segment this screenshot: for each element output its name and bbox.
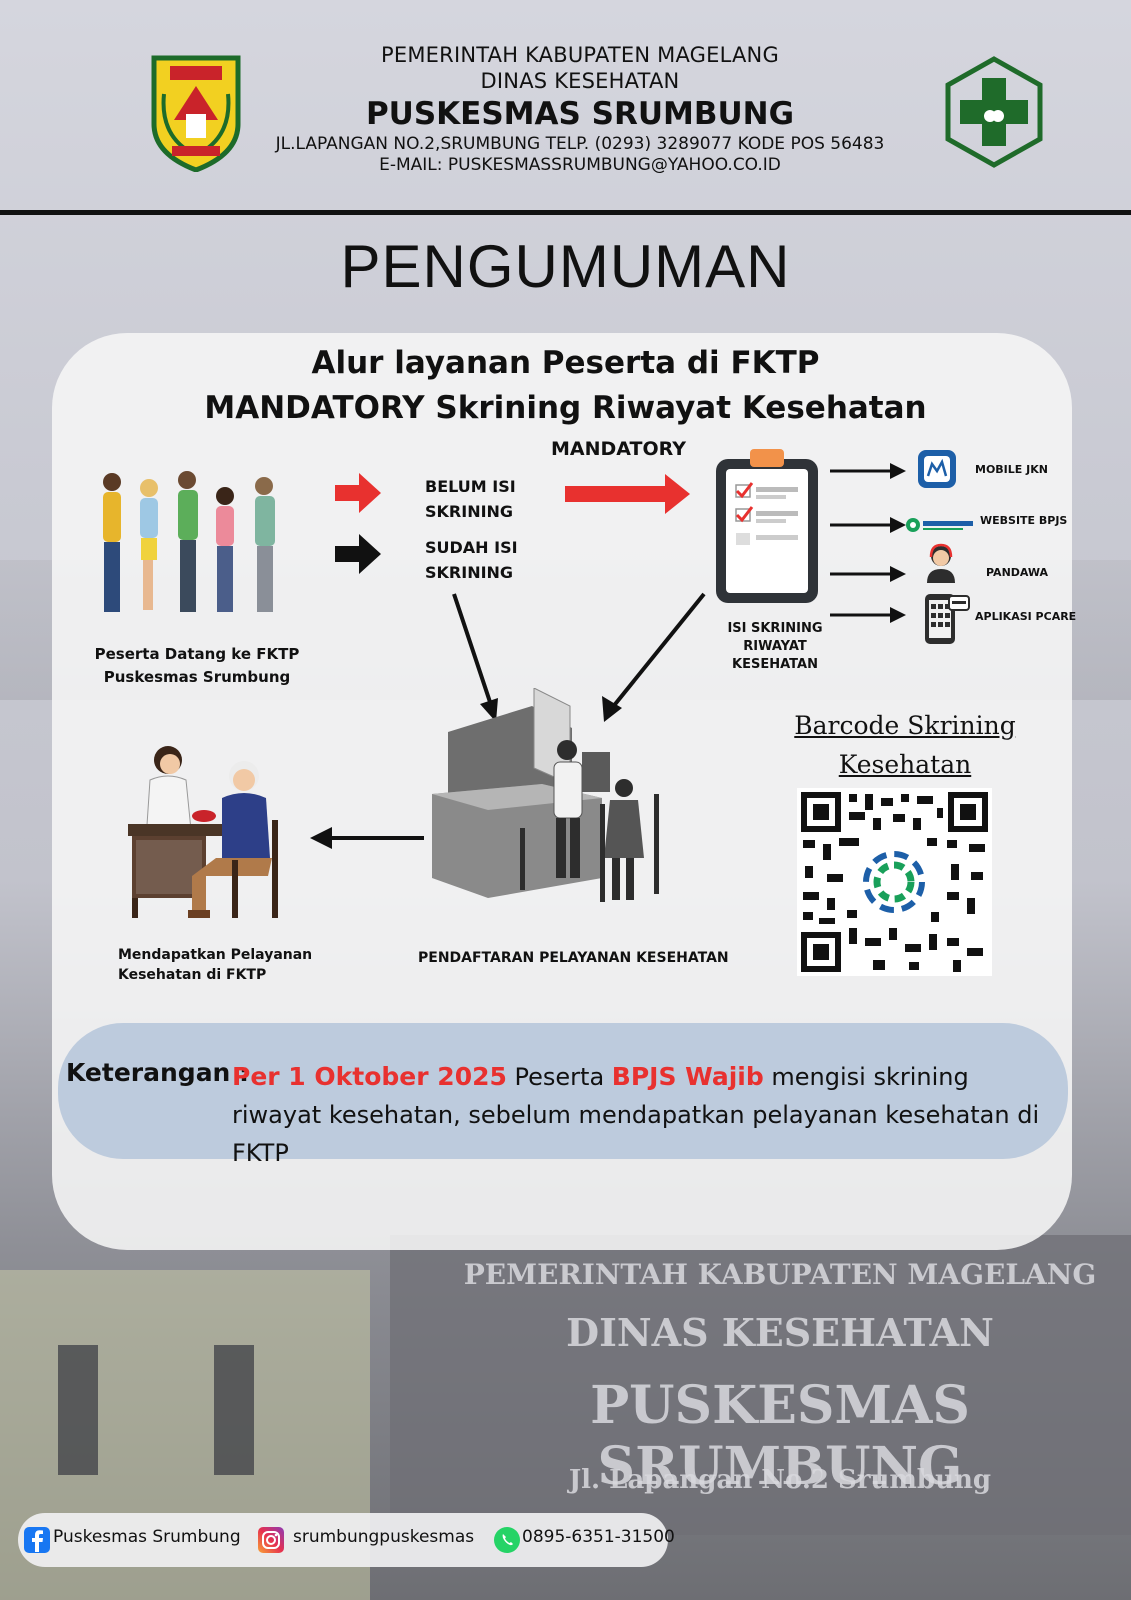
note-text-part2: mengisi skrining riwayat kesehatan, sebe… [232,1063,1040,1167]
instagram-icon[interactable] [258,1527,284,1553]
letterhead-government: PEMERINTAH KABUPATEN MAGELANG [381,43,779,67]
header-divider [0,210,1131,215]
channel-website-bpjs: WEBSITE BPJS [980,514,1068,527]
note-bpjs: BPJS Wajib [611,1062,764,1091]
left-arrow-icon [310,827,424,849]
facebook-icon[interactable] [24,1527,50,1553]
note-banner [58,1023,1068,1159]
flow-to-registration-arrows [452,592,706,722]
note-date: Per 1 Oktober 2025 [232,1062,507,1091]
bpjs-website-icon [906,518,973,532]
peserta-line1: Peserta Datang ke FKTP [94,645,300,663]
mendapatkan-pelayanan-label: Mendapatkan Pelayanan Kesehatan di FKTP [118,947,313,983]
background-sign-line2: DINAS KESEHATAN [566,1310,994,1355]
letterhead-title: PUSKESMAS SRUMBUNG [365,96,795,132]
background-window [214,1345,254,1475]
registration-desk-illustration [432,688,659,902]
note-text: Per 1 Oktober 2025 Peserta BPJS Wajib me… [232,1058,1062,1172]
clipboard-checklist-icon [716,449,818,603]
letterhead-address: JL.LAPANGAN NO.2,SRUMBUNG TELP. (0293) 3… [275,134,885,154]
qr-title: Barcode Skrining Kesehatan [794,711,1016,779]
background-signboard [390,1235,1131,1535]
background-window [58,1345,98,1475]
social-footer [18,1513,668,1567]
mobile-jkn-icon [918,450,956,488]
pendaftaran-label: PENDAFTARAN PELAYANAN KESEHATAN [418,950,729,966]
magelang-regency-logo-icon [151,55,241,172]
background-sign-line4: Jl. Lapangan No.2 Srumbung [568,1465,992,1495]
whatsapp-icon[interactable] [494,1527,520,1553]
letterhead-email: E-MAIL: PUSKESMASSRUMBUNG@YAHOO.CO.ID [379,155,781,175]
channel-arrows [830,463,906,623]
sudah-isi-label: SUDAH ISI SKRINING [425,538,518,582]
puskesmas-logo-icon [945,56,1043,168]
background-sign-line3: PUSKESMAS SRUMBUNG [590,1375,970,1497]
channel-mobile-jkn: MOBILE JKN [975,463,1048,476]
belum-isi-label: BELUM ISI SKRINING [425,477,516,521]
black-arrow-icon [335,534,381,574]
note-text-part1: Peserta [506,1063,612,1091]
channel-pandawa: PANDAWA [986,566,1049,579]
facebook-handle[interactable]: Puskesmas Srumbung [53,1527,241,1547]
flow-title-line1: Alur layanan Peserta di FKTP [311,345,820,381]
flow-title-line2: MANDATORY Skrining Riwayat Kesehatan [204,390,927,426]
peserta-datang-label: Peserta Datang ke FKTP Puskesmas Srumbun… [82,643,312,689]
qr-code-icon [797,788,992,976]
whatsapp-number[interactable]: 0895-6351-31500 [522,1527,675,1547]
note-label: Keterangan : [66,1058,250,1087]
letterhead: PEMERINTAH KABUPATEN MAGELANG DINAS KESE… [0,40,1131,190]
pcare-app-icon [925,594,970,644]
mandatory-label: MANDATORY [551,438,686,460]
peserta-line2: Puskesmas Srumbung [103,668,291,686]
channel-aplikasi-pcare: APLIKASI PCARE [975,610,1077,623]
instagram-handle[interactable]: srumbungpuskesmas [293,1527,475,1547]
pandawa-agent-icon [927,543,955,583]
isi-skrining-label: ISI SKRINING RIWAYAT KESEHATAN [727,621,823,672]
background-sign-line1: PEMERINTAH KABUPATEN MAGELANG [463,1258,1097,1291]
red-arrow-icon [335,473,381,513]
doctor-patient-illustration [128,746,278,918]
letterhead-department: DINAS KESEHATAN [480,69,680,93]
mandatory-red-arrow-icon [565,474,690,514]
announcement-title: PENGUMUMAN [340,233,791,300]
people-queue-illustration [103,471,275,612]
